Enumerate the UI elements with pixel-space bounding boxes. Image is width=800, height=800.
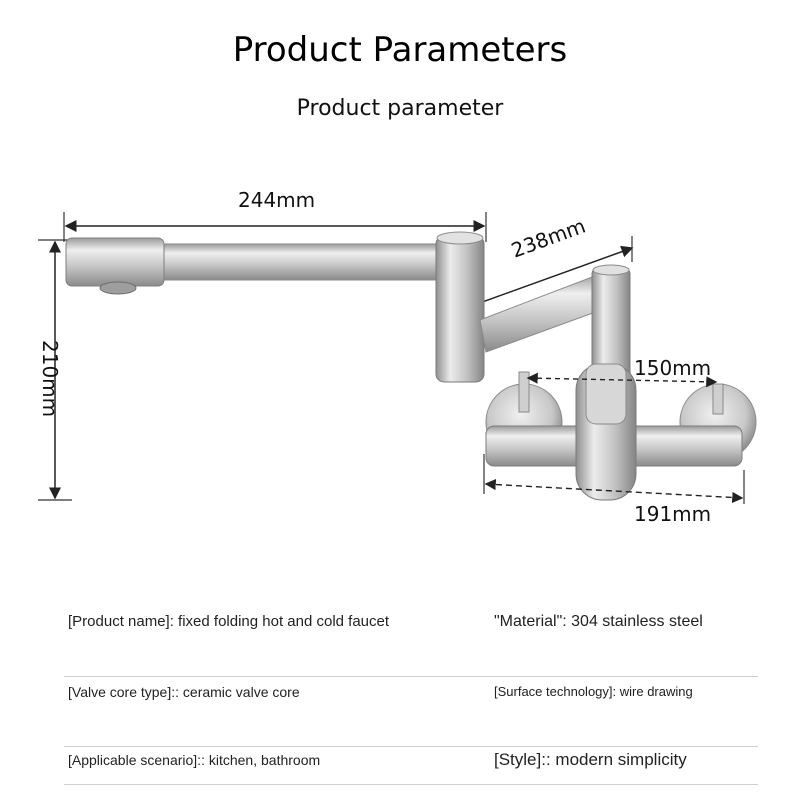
faucet-spout xyxy=(65,231,485,383)
dimension-label-150: 150mm xyxy=(634,356,712,380)
spec-row: [Product name]: fixed folding hot and co… xyxy=(64,606,758,677)
dimension-191 xyxy=(483,454,745,504)
spec-material: "Material": 304 stainless steel xyxy=(494,613,703,630)
dimension-label-244: 244mm xyxy=(238,188,316,212)
faucet-illustration xyxy=(38,212,757,504)
page-subtitle: Product parameter xyxy=(296,96,504,121)
dimension-label-210: 210mm xyxy=(38,340,62,418)
spec-surface: [Surface technology]: wire drawing xyxy=(494,684,693,699)
faucet-base xyxy=(485,363,757,501)
dimension-244 xyxy=(63,212,487,242)
spec-valve-core: [Valve core type]:: ceramic valve core xyxy=(68,684,300,700)
spec-product-name: [Product name]: fixed folding hot and co… xyxy=(68,613,390,630)
faucet-arm xyxy=(479,264,631,389)
dimension-210 xyxy=(38,239,72,501)
faucet-diagram: 244mm 238mm 150mm 191mm 210mm xyxy=(0,150,800,550)
dimension-150 xyxy=(526,372,718,388)
spec-row: [Applicable scenario]:: kitchen, bathroo… xyxy=(64,744,758,785)
page-title: Product Parameters xyxy=(232,30,568,70)
spec-row: [Valve core type]:: ceramic valve core [… xyxy=(64,676,758,747)
dimension-label-191: 191mm xyxy=(634,502,712,526)
spec-scenario: [Applicable scenario]:: kitchen, bathroo… xyxy=(68,752,321,768)
spec-style: [Style]:: modern simplicity xyxy=(494,750,687,769)
